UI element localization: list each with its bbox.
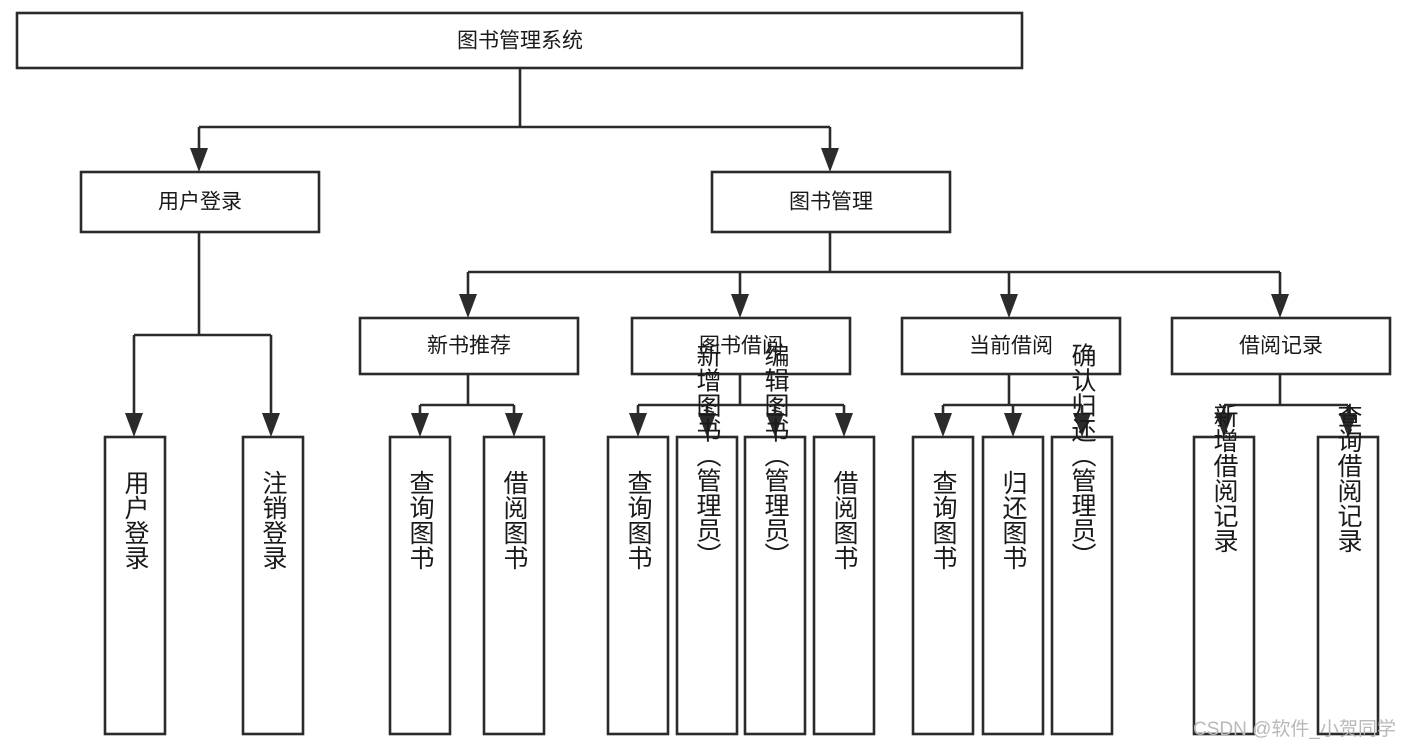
- node-user-login-label: 用户登录: [158, 191, 242, 214]
- arrowhead-current-borrow: [1000, 294, 1018, 318]
- leaf-borrow-book-2-label: 借阅图书: [830, 470, 859, 570]
- leaf-user-login[interactable]: 用户登录: [103, 435, 167, 736]
- arrowhead-leaf-query-book-3: [934, 413, 952, 437]
- leaf-return-book-box[interactable]: [981, 435, 1045, 736]
- leaf-edit-book[interactable]: 编辑图书（管理员）: [743, 343, 807, 736]
- node-book-manage[interactable]: 图书管理: [710, 170, 952, 234]
- leaf-query-book-3-label: 查询图书: [929, 470, 958, 570]
- leaf-return-book-label: 归还图书: [999, 470, 1028, 570]
- arrowhead-leaf-borrow-book-2: [835, 413, 853, 437]
- watermark-label: CSDN @软件_小贺同学: [1193, 718, 1396, 740]
- arrowhead-book-manage: [821, 148, 839, 172]
- node-root-box[interactable]: [15, 11, 1024, 70]
- node-root[interactable]: 图书管理系统: [15, 11, 1024, 70]
- leaf-borrow-book-1[interactable]: 借阅图书: [482, 435, 546, 736]
- leaf-add-record-label: 新增借阅记录: [1210, 403, 1239, 553]
- leaf-query-record[interactable]: 查询借阅记录: [1316, 403, 1380, 736]
- arrowhead-leaf-query-record: [1339, 413, 1357, 437]
- node-new-book-recommend-box[interactable]: [358, 316, 580, 376]
- node-borrow-record-box[interactable]: [1170, 316, 1392, 376]
- arrowhead-leaf-return-book: [1004, 413, 1022, 437]
- leaf-confirm-return[interactable]: 确认归还（管理员）: [1050, 343, 1114, 736]
- node-book-borrow-label: 图书借阅: [699, 335, 783, 358]
- leaf-query-book-1-label: 查询图书: [406, 470, 435, 570]
- arrowhead-leaf-query-book-1: [411, 413, 429, 437]
- node-book-borrow[interactable]: 图书借阅: [630, 316, 852, 376]
- arrowhead-leaf-borrow-book-1: [505, 413, 523, 437]
- leaf-logout-login-box[interactable]: [241, 435, 305, 736]
- leaf-borrow-book-1-label: 借阅图书: [500, 470, 529, 570]
- node-current-borrow-box[interactable]: [900, 316, 1122, 376]
- arrowhead-leaf-logout-login: [262, 413, 280, 437]
- leaf-query-book-2-box[interactable]: [606, 435, 670, 736]
- leaf-add-record[interactable]: 新增借阅记录: [1192, 403, 1256, 736]
- arrowhead-user-login: [190, 148, 208, 172]
- leaf-add-book-box[interactable]: [675, 435, 739, 736]
- arrowhead-leaf-add-record: [1215, 413, 1233, 437]
- node-root-label: 图书管理系统: [457, 30, 583, 53]
- node-new-book-recommend-label: 新书推荐: [427, 335, 511, 358]
- leaf-add-record-box[interactable]: [1192, 435, 1256, 736]
- node-book-manage-label: 图书管理: [789, 191, 873, 214]
- leaf-query-book-1[interactable]: 查询图书: [388, 435, 452, 736]
- leaf-borrow-book-2[interactable]: 借阅图书: [812, 435, 876, 736]
- node-book-borrow-box[interactable]: [630, 316, 852, 376]
- node-current-borrow-label: 当前借阅: [969, 335, 1053, 358]
- connector-group: [125, 68, 1357, 437]
- leaf-query-book-2-label: 查询图书: [624, 470, 653, 570]
- leaf-return-book[interactable]: 归还图书: [981, 435, 1045, 736]
- leaf-query-book-3[interactable]: 查询图书: [911, 435, 975, 736]
- arrowhead-leaf-add-book: [698, 413, 716, 437]
- node-book-manage-box[interactable]: [710, 170, 952, 234]
- node-user-login-box[interactable]: [79, 170, 321, 234]
- node-new-book-recommend[interactable]: 新书推荐: [358, 316, 580, 376]
- arrowhead-new-book-recommend: [459, 294, 477, 318]
- arrowhead-book-borrow: [731, 294, 749, 318]
- arrowhead-leaf-user-login: [125, 413, 143, 437]
- leaf-query-book-2[interactable]: 查询图书: [606, 435, 670, 736]
- arrowhead-leaf-confirm-return: [1073, 413, 1091, 437]
- arrowhead-leaf-query-book-2: [629, 413, 647, 437]
- node-borrow-record-label: 借阅记录: [1239, 335, 1323, 358]
- node-user-login[interactable]: 用户登录: [79, 170, 321, 234]
- leaf-edit-book-label: 编辑图书（管理员）: [761, 343, 790, 568]
- leaf-user-login-label: 用户登录: [121, 470, 150, 570]
- leaf-edit-book-box[interactable]: [743, 435, 807, 736]
- leaf-borrow-book-1-box[interactable]: [482, 435, 546, 736]
- leaf-logout-login-label: 注销登录: [259, 470, 288, 570]
- leaf-confirm-return-label: 确认归还（管理员）: [1068, 343, 1097, 568]
- leaf-query-book-1-box[interactable]: [388, 435, 452, 736]
- leaf-confirm-return-box[interactable]: [1050, 435, 1114, 736]
- leaf-query-book-3-box[interactable]: [911, 435, 975, 736]
- leaf-logout-login[interactable]: 注销登录: [241, 435, 305, 736]
- leaf-add-book-label: 新增图书（管理员）: [693, 343, 722, 568]
- leaf-query-record-box[interactable]: [1316, 435, 1380, 736]
- leaf-user-login-box[interactable]: [103, 435, 167, 736]
- leaf-query-record-label: 查询借阅记录: [1334, 403, 1363, 553]
- arrowhead-borrow-record: [1271, 294, 1289, 318]
- leaf-borrow-book-2-box[interactable]: [812, 435, 876, 736]
- node-current-borrow[interactable]: 当前借阅: [900, 316, 1122, 376]
- node-borrow-record[interactable]: 借阅记录: [1170, 316, 1392, 376]
- arrowhead-leaf-edit-book: [766, 413, 784, 437]
- leaf-add-book[interactable]: 新增图书（管理员）: [675, 343, 739, 736]
